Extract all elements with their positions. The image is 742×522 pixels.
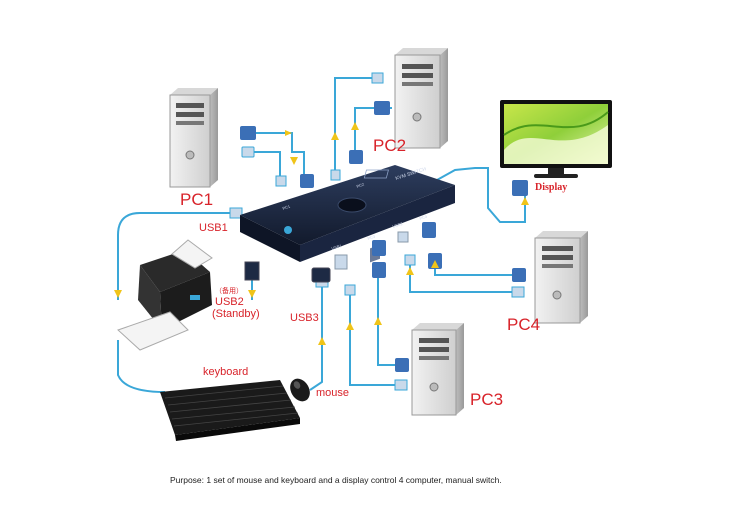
pc1-label: PC1 xyxy=(180,190,214,209)
cable-pc3-vga xyxy=(377,265,402,366)
connectors xyxy=(229,72,528,391)
cable-pc1-vga xyxy=(248,132,305,180)
cable-pc4-usb xyxy=(409,262,518,293)
pc2-tower-image xyxy=(394,48,448,149)
cable-usb3-mouse xyxy=(309,285,323,391)
display-monitor-image xyxy=(500,100,612,178)
cable-keyboard xyxy=(117,340,166,393)
cable-display xyxy=(427,167,526,223)
switch-port-pc2: PC2 xyxy=(356,182,366,189)
pc4-tower-image xyxy=(534,231,588,324)
cable-pc4-vga xyxy=(434,255,518,276)
switch-port-usb1: USB1 xyxy=(331,243,343,251)
cable-pc2-usb xyxy=(334,77,378,178)
usb2-standby-cn: （备用） xyxy=(215,288,243,295)
flow-arrows xyxy=(114,122,529,345)
pc3-label: PC3 xyxy=(470,390,504,409)
cable-pc1-usb xyxy=(248,151,281,180)
mouse-image xyxy=(290,378,310,402)
switch-port-pc3: PC3 xyxy=(367,234,377,241)
cable-pc3-usb xyxy=(349,295,402,386)
kvm-switch-image xyxy=(240,165,455,263)
cable-usb1-printer xyxy=(117,212,240,300)
pc2-label: PC2 xyxy=(373,136,407,155)
pc1-tower-image xyxy=(169,88,218,188)
usb2-standby-label: (Standby) xyxy=(212,308,260,320)
keyboard-image xyxy=(160,380,300,441)
keyboard-label: keyboard xyxy=(203,366,249,378)
printer-image xyxy=(117,239,213,351)
caption: Purpose: 1 set of mouse and keyboard and… xyxy=(170,475,502,485)
switch-port-pc1: PC1 xyxy=(282,204,292,211)
pc3-tower-image xyxy=(411,323,464,416)
mouse-label: mouse xyxy=(316,387,350,399)
switch-ports xyxy=(334,222,436,270)
usb1-label: USB1 xyxy=(199,222,228,234)
usb-dongle-image xyxy=(244,261,260,281)
pc4-label: PC4 xyxy=(507,315,541,334)
usb2-label: USB2 xyxy=(215,296,244,308)
switch-port-pc4: PC4 xyxy=(419,214,429,221)
usb3-label: USB3 xyxy=(290,312,319,324)
usb3-plug-image xyxy=(311,267,331,283)
switch-port-usb2: USB2 xyxy=(392,221,404,229)
display-label: Display xyxy=(535,182,568,193)
